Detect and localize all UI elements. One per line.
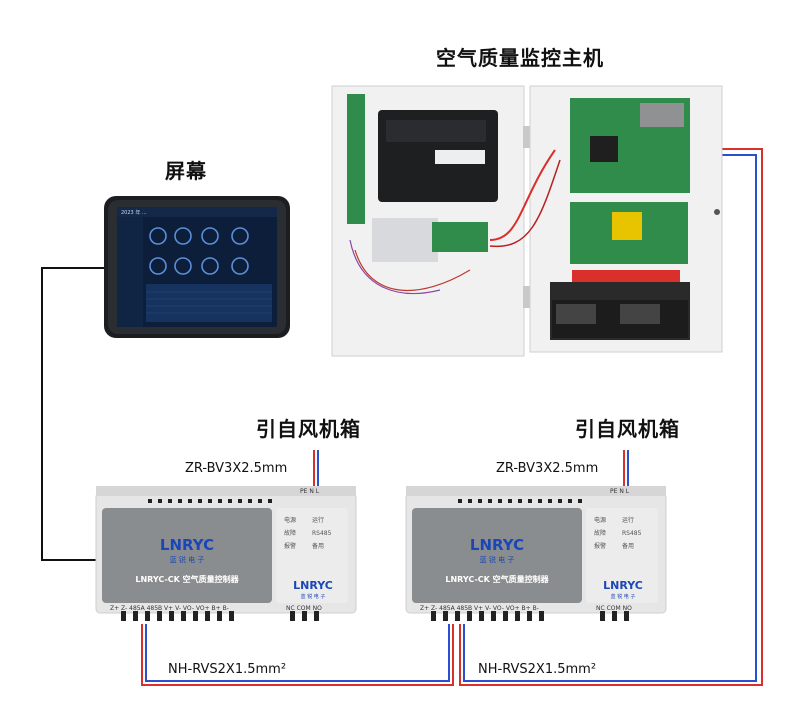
controller-2-led-label: 运行: [622, 516, 634, 524]
screen-header-text: 2023 年 ...: [121, 209, 147, 216]
controller-1-face: [102, 508, 272, 603]
controller-1: [95, 486, 357, 621]
controller-1-model: LNRYC-CK 空气质量控制器: [135, 574, 239, 584]
controller-2-led-label: 备用: [622, 542, 634, 550]
controller-1-brand: LNRYC: [160, 536, 214, 554]
controller-2-side-brand: LNRYC: [603, 579, 643, 592]
controller-1-side-brand-cn: 蓝 锐 电 子: [301, 593, 326, 600]
controller-1-led-label: 电源: [284, 516, 296, 524]
screen-gauges: [149, 227, 249, 275]
power-cable-label-2: ZR-BV3X2.5mm: [496, 461, 599, 476]
led-board: [347, 94, 365, 224]
bus-blue-1: [145, 624, 450, 682]
controller-1-relay-terminals: NC COM NO: [286, 605, 322, 612]
controller-2-led-label: 故障: [594, 529, 606, 537]
touch-screen: 2023 年 ...: [104, 196, 290, 338]
bus-cable-label-2: NH-RVS2X1.5mm²: [478, 662, 597, 677]
controller-2-face: [412, 508, 582, 603]
controller-2-model: LNRYC-CK 空气质量控制器: [445, 574, 549, 584]
power-module: [372, 218, 438, 262]
controller-1-top-terminals: PE N L: [300, 488, 320, 495]
controller-1-led-label: RS485: [312, 530, 332, 537]
controller-2: [405, 486, 667, 621]
fan-box-label-2: 引自风机箱: [575, 417, 680, 441]
controller-2-led-label: 报警: [594, 542, 606, 550]
host-title: 空气质量监控主机: [436, 46, 604, 70]
controller-2-led-label: RS485: [622, 530, 642, 537]
controller-2-brand: LNRYC: [470, 536, 524, 554]
controller-2-relay-terminals: NC COM NO: [596, 605, 632, 612]
controller-1-bottom-terminals: Z+ Z- 485A 485B V+ V- VO- VO+ B+ B-: [110, 605, 229, 612]
controller-1-brand-cn: 蓝 锐 电 子: [170, 555, 205, 564]
controller-1-led-label: 备用: [312, 542, 324, 550]
bus-cable-label-1: NH-RVS2X1.5mm²: [168, 662, 287, 677]
controller-2-bottom-terminals: Z+ Z- 485A 485B V+ V- VO- VO+ B+ B-: [420, 605, 539, 612]
bus-red-1: [141, 624, 454, 686]
screen-title: 屏幕: [165, 159, 207, 183]
controller-2-led-label: 电源: [594, 516, 606, 524]
controller-2-brand-cn: 蓝 锐 电 子: [480, 555, 515, 564]
wires: [41, 148, 763, 686]
power-cable-label-1: ZR-BV3X2.5mm: [185, 461, 288, 476]
controller-1-side-brand: LNRYC: [293, 579, 333, 592]
controller-2-top-terminals: PE N L: [610, 488, 630, 495]
bus-red-2: [459, 148, 763, 686]
screen-cable: [41, 267, 104, 561]
controller-1-led-label: 运行: [312, 516, 324, 524]
controller-1-led-label: 故障: [284, 529, 296, 537]
fan-box-label-1: 引自风机箱: [256, 417, 361, 441]
bus-blue-2: [463, 154, 757, 682]
controller-1-led-label: 报警: [284, 542, 296, 550]
controller-2-side-brand-cn: 蓝 锐 电 子: [611, 593, 636, 600]
host-cabinet: [331, 85, 723, 357]
